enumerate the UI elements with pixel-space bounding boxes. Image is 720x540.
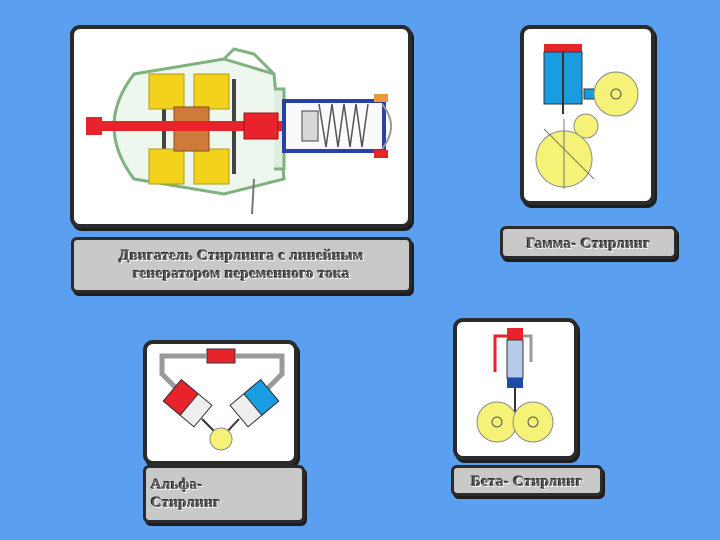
linear-generator-caption: Двигатель Стирлинга с линейным генератор…: [71, 237, 412, 293]
alpha-stirling-image: [143, 340, 298, 465]
beta-stirling-diagram: [476, 328, 554, 443]
linear-generator-image: [70, 25, 412, 228]
gamma-stirling-image: [520, 25, 655, 205]
alpha-stirling-diagram: [159, 348, 285, 451]
main-caption-line2: генератором переменного тока: [133, 266, 350, 282]
beta-stirling-image: [453, 318, 578, 460]
main-caption-line1: Двигатель Стирлинга с линейным: [119, 248, 364, 264]
gamma-stirling-diagram: [535, 44, 639, 189]
beta-stirling-caption: Бета- Стирлинг: [451, 465, 603, 496]
alpha-caption-line1: Альфа-: [151, 477, 203, 493]
alpha-stirling-caption: Альфа- Стирлинг: [143, 465, 305, 523]
alpha-caption-line2: Стирлинг: [151, 495, 221, 511]
gamma-stirling-caption: Гамма- Стирлинг: [500, 226, 677, 259]
linear-generator-diagram: [86, 47, 392, 215]
